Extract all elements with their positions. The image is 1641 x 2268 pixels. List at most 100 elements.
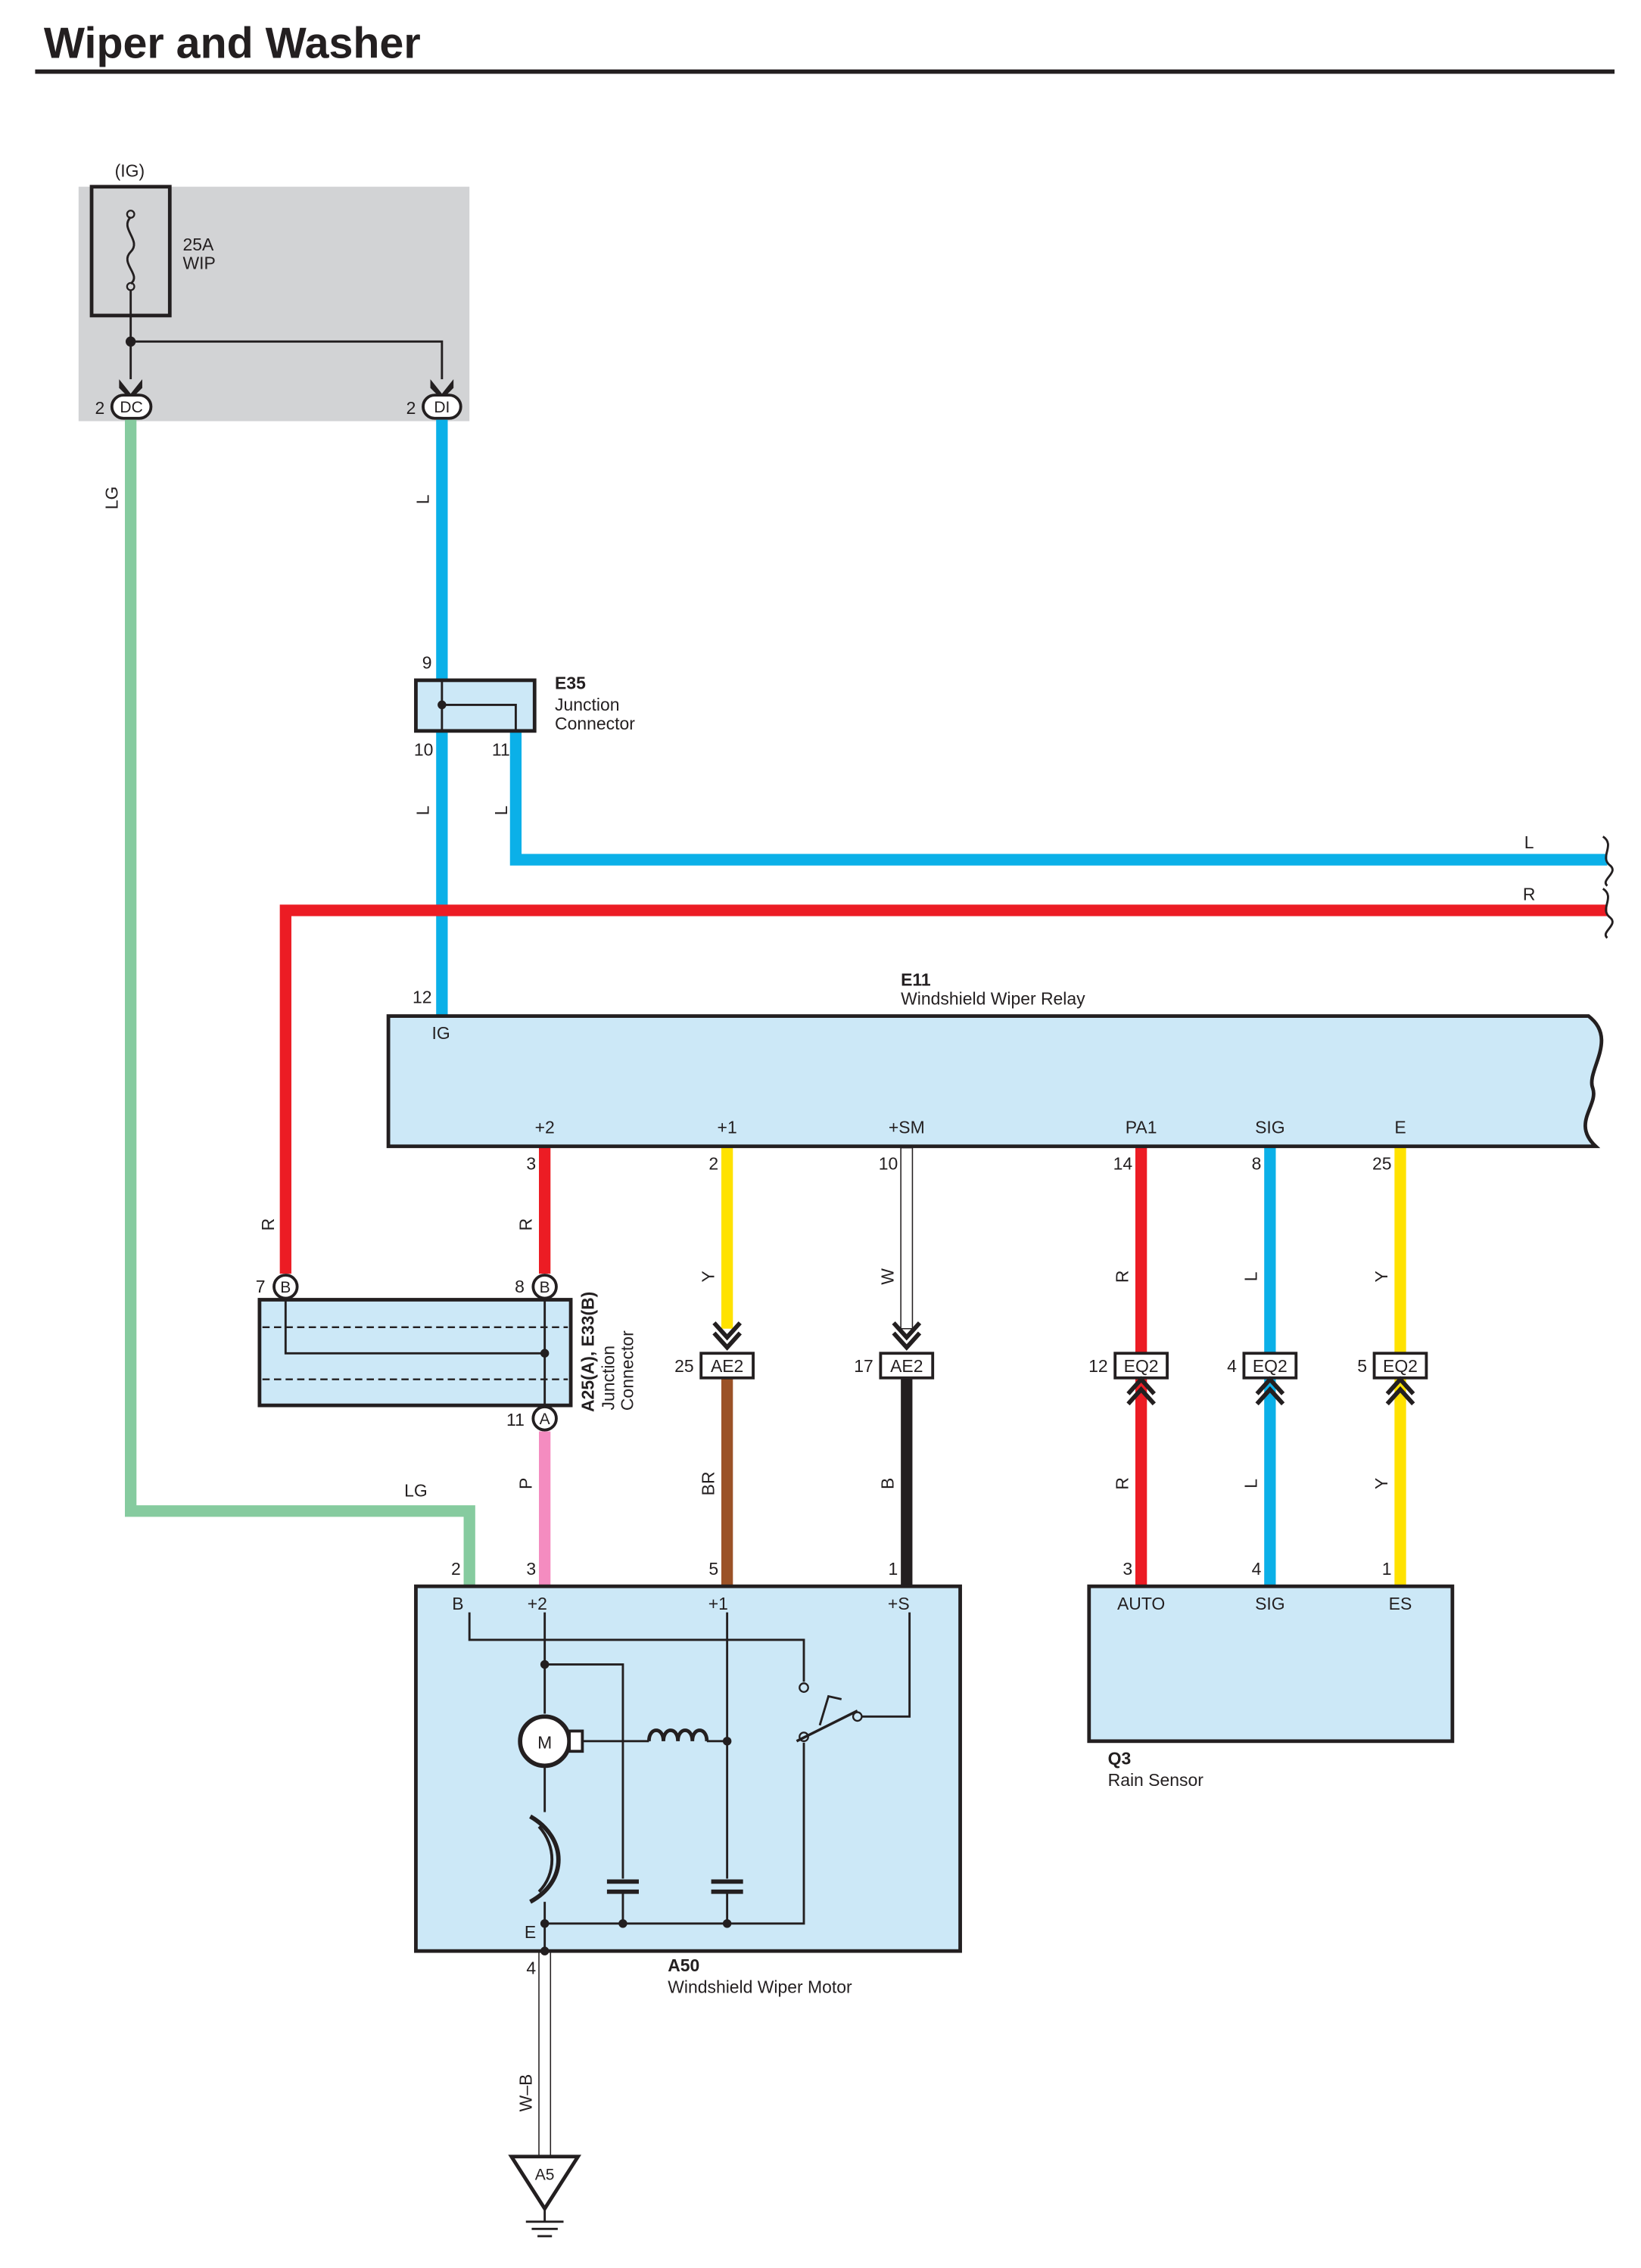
e11-terminal-pin: 2 xyxy=(708,1153,718,1173)
eq2-c-arrow-icon xyxy=(1385,1376,1415,1406)
switch-actuator-icon xyxy=(818,1694,842,1726)
connector-dc xyxy=(110,394,153,420)
eq2-a-name: EQ2 xyxy=(1124,1356,1159,1376)
a50-name: Windshield Wiper Motor xyxy=(668,1977,852,1997)
a50-terminal-name: +S xyxy=(888,1594,910,1613)
ae2-a-pin: 25 xyxy=(674,1356,694,1376)
e35-name-line1: Junction xyxy=(555,695,619,714)
connector-dc-pin: 2 xyxy=(95,398,104,418)
e11-ig-pin: 12 xyxy=(413,987,432,1006)
wire-label-l-top: L xyxy=(413,494,433,504)
wire-label-l-sig-upper: L xyxy=(1241,1272,1261,1282)
e11-terminal-name: SIG xyxy=(1255,1118,1285,1137)
wire-label-lg-horizontal: LG xyxy=(404,1481,428,1501)
a50-ground-bus xyxy=(544,1742,805,1925)
e11-terminal-pin: 25 xyxy=(1372,1153,1392,1173)
a50-terminal-pin: 5 xyxy=(708,1559,718,1579)
ground-bus-junction-2 xyxy=(618,1919,627,1928)
ae2-b-box xyxy=(879,1352,935,1380)
a50-terminals: B2+23+15+S1 xyxy=(451,1559,910,1613)
connector-dc-label: DC xyxy=(120,399,142,416)
wire-l-branch xyxy=(509,730,1608,866)
q3-terminal-name: ES xyxy=(1389,1594,1412,1613)
connector-di xyxy=(422,394,462,420)
q3-code: Q3 xyxy=(1108,1748,1132,1768)
eq2-c-name: EQ2 xyxy=(1383,1356,1418,1376)
a50-terminal-pin: 3 xyxy=(526,1559,536,1579)
fuse-icon xyxy=(126,216,135,285)
e11-terminal-pin: 14 xyxy=(1113,1153,1133,1173)
a50-motor-box xyxy=(414,1584,962,1953)
e11-terminal-name: PA1 xyxy=(1126,1118,1157,1137)
a50-terminal-pin: 1 xyxy=(889,1559,898,1579)
ae2-a-name: AE2 xyxy=(711,1356,743,1376)
wire-lg xyxy=(125,419,475,1587)
e11-ig-label: IG xyxy=(431,1023,450,1043)
e35-junction-dot xyxy=(437,700,447,710)
e11-terminal-name: +1 xyxy=(718,1118,737,1137)
fuse-bottom-pin xyxy=(126,282,135,291)
ae2-a-arrow-icon xyxy=(712,1321,742,1351)
eq2-connector-a: EQ2 12 xyxy=(1088,1352,1169,1406)
ground-bus-junction-1 xyxy=(540,1919,550,1928)
wire-label-r-left: R xyxy=(258,1218,278,1231)
ae2-b-arrow-icon xyxy=(892,1321,922,1351)
ae2-connector-b: AE2 17 xyxy=(854,1321,935,1380)
wire-label-l-sig-lower: L xyxy=(1241,1479,1261,1489)
a50-plus1-junction xyxy=(722,1737,732,1746)
a25-pin-bottom-conn: A xyxy=(540,1411,550,1428)
wire-break-l-icon xyxy=(1602,835,1614,887)
fuse-supply-label: (IG) xyxy=(115,160,145,180)
a50-b-line xyxy=(468,1612,805,1682)
a50-code: A50 xyxy=(668,1955,699,1975)
eq2-b-name: EQ2 xyxy=(1253,1356,1288,1376)
a25-label-line3: Connector xyxy=(617,1330,637,1411)
wire-label-b: B xyxy=(878,1478,898,1489)
ae2-b-pin: 17 xyxy=(854,1356,873,1376)
eq2-a-pin: 12 xyxy=(1088,1356,1108,1376)
a25-pin-left-conn: B xyxy=(280,1279,291,1296)
e35-pin-in: 9 xyxy=(422,653,432,673)
wire-label-wb: W–B xyxy=(515,2074,535,2112)
q3-terminal-pin: 4 xyxy=(1252,1559,1262,1579)
a25-internal-link xyxy=(284,1299,545,1355)
motor-label: M xyxy=(537,1732,552,1752)
motor-brush-icon xyxy=(568,1729,584,1753)
ae2-b-name: AE2 xyxy=(890,1356,923,1376)
wire-label-r-pa1-lower: R xyxy=(1112,1477,1132,1490)
e11-code: E11 xyxy=(901,969,931,989)
coil-icon xyxy=(646,1728,709,1742)
a25-label-line1: A25(A), E33(B) xyxy=(578,1292,598,1412)
eq2-a-box xyxy=(1113,1352,1169,1380)
wire-label-r-plus2: R xyxy=(515,1218,535,1231)
a25-pin-right-circle xyxy=(531,1274,558,1300)
wire-label-y-e-lower: Y xyxy=(1372,1478,1391,1489)
wire-break-r-icon xyxy=(1602,888,1614,939)
e11-terminal-name: +2 xyxy=(535,1118,555,1137)
a50-ground-pin: 4 xyxy=(526,1958,536,1978)
a50-e-terminal-dot xyxy=(540,1946,550,1955)
a50-terminal-name: B xyxy=(452,1594,463,1613)
a50-plus-s-line xyxy=(861,1612,911,1718)
a50-terminal-pin: 2 xyxy=(451,1559,461,1579)
q3-terminal-pin: 1 xyxy=(1382,1559,1392,1579)
e11-terminal-name: E xyxy=(1394,1118,1406,1137)
ae2-connector-a: AE2 25 xyxy=(674,1321,755,1380)
wire-label-y-e-upper: Y xyxy=(1372,1271,1391,1282)
a25-pin-bottom-circle xyxy=(531,1405,558,1432)
circuit-breaker-inner-icon xyxy=(537,1825,553,1893)
e11-name: Windshield Wiper Relay xyxy=(901,988,1085,1008)
q3-terminal-pin: 3 xyxy=(1123,1559,1132,1579)
fuse-to-di-lead xyxy=(130,340,444,380)
wire-label-w-sm: W xyxy=(878,1268,898,1285)
fuse-name: WIP xyxy=(183,254,216,273)
wire-wb xyxy=(538,1950,552,2158)
wire-label-y-plus1: Y xyxy=(698,1271,718,1282)
e11-relay-box xyxy=(386,1014,1604,1149)
eq2-c-pin: 5 xyxy=(1357,1356,1367,1376)
eq2-connector-c: EQ2 5 xyxy=(1357,1352,1428,1406)
connector-di-label: DI xyxy=(434,399,450,416)
q3-rain-sensor-box xyxy=(1087,1584,1455,1744)
wire-label-r-right: R xyxy=(1523,885,1536,904)
a25-pin-right-pin: 8 xyxy=(515,1277,525,1296)
